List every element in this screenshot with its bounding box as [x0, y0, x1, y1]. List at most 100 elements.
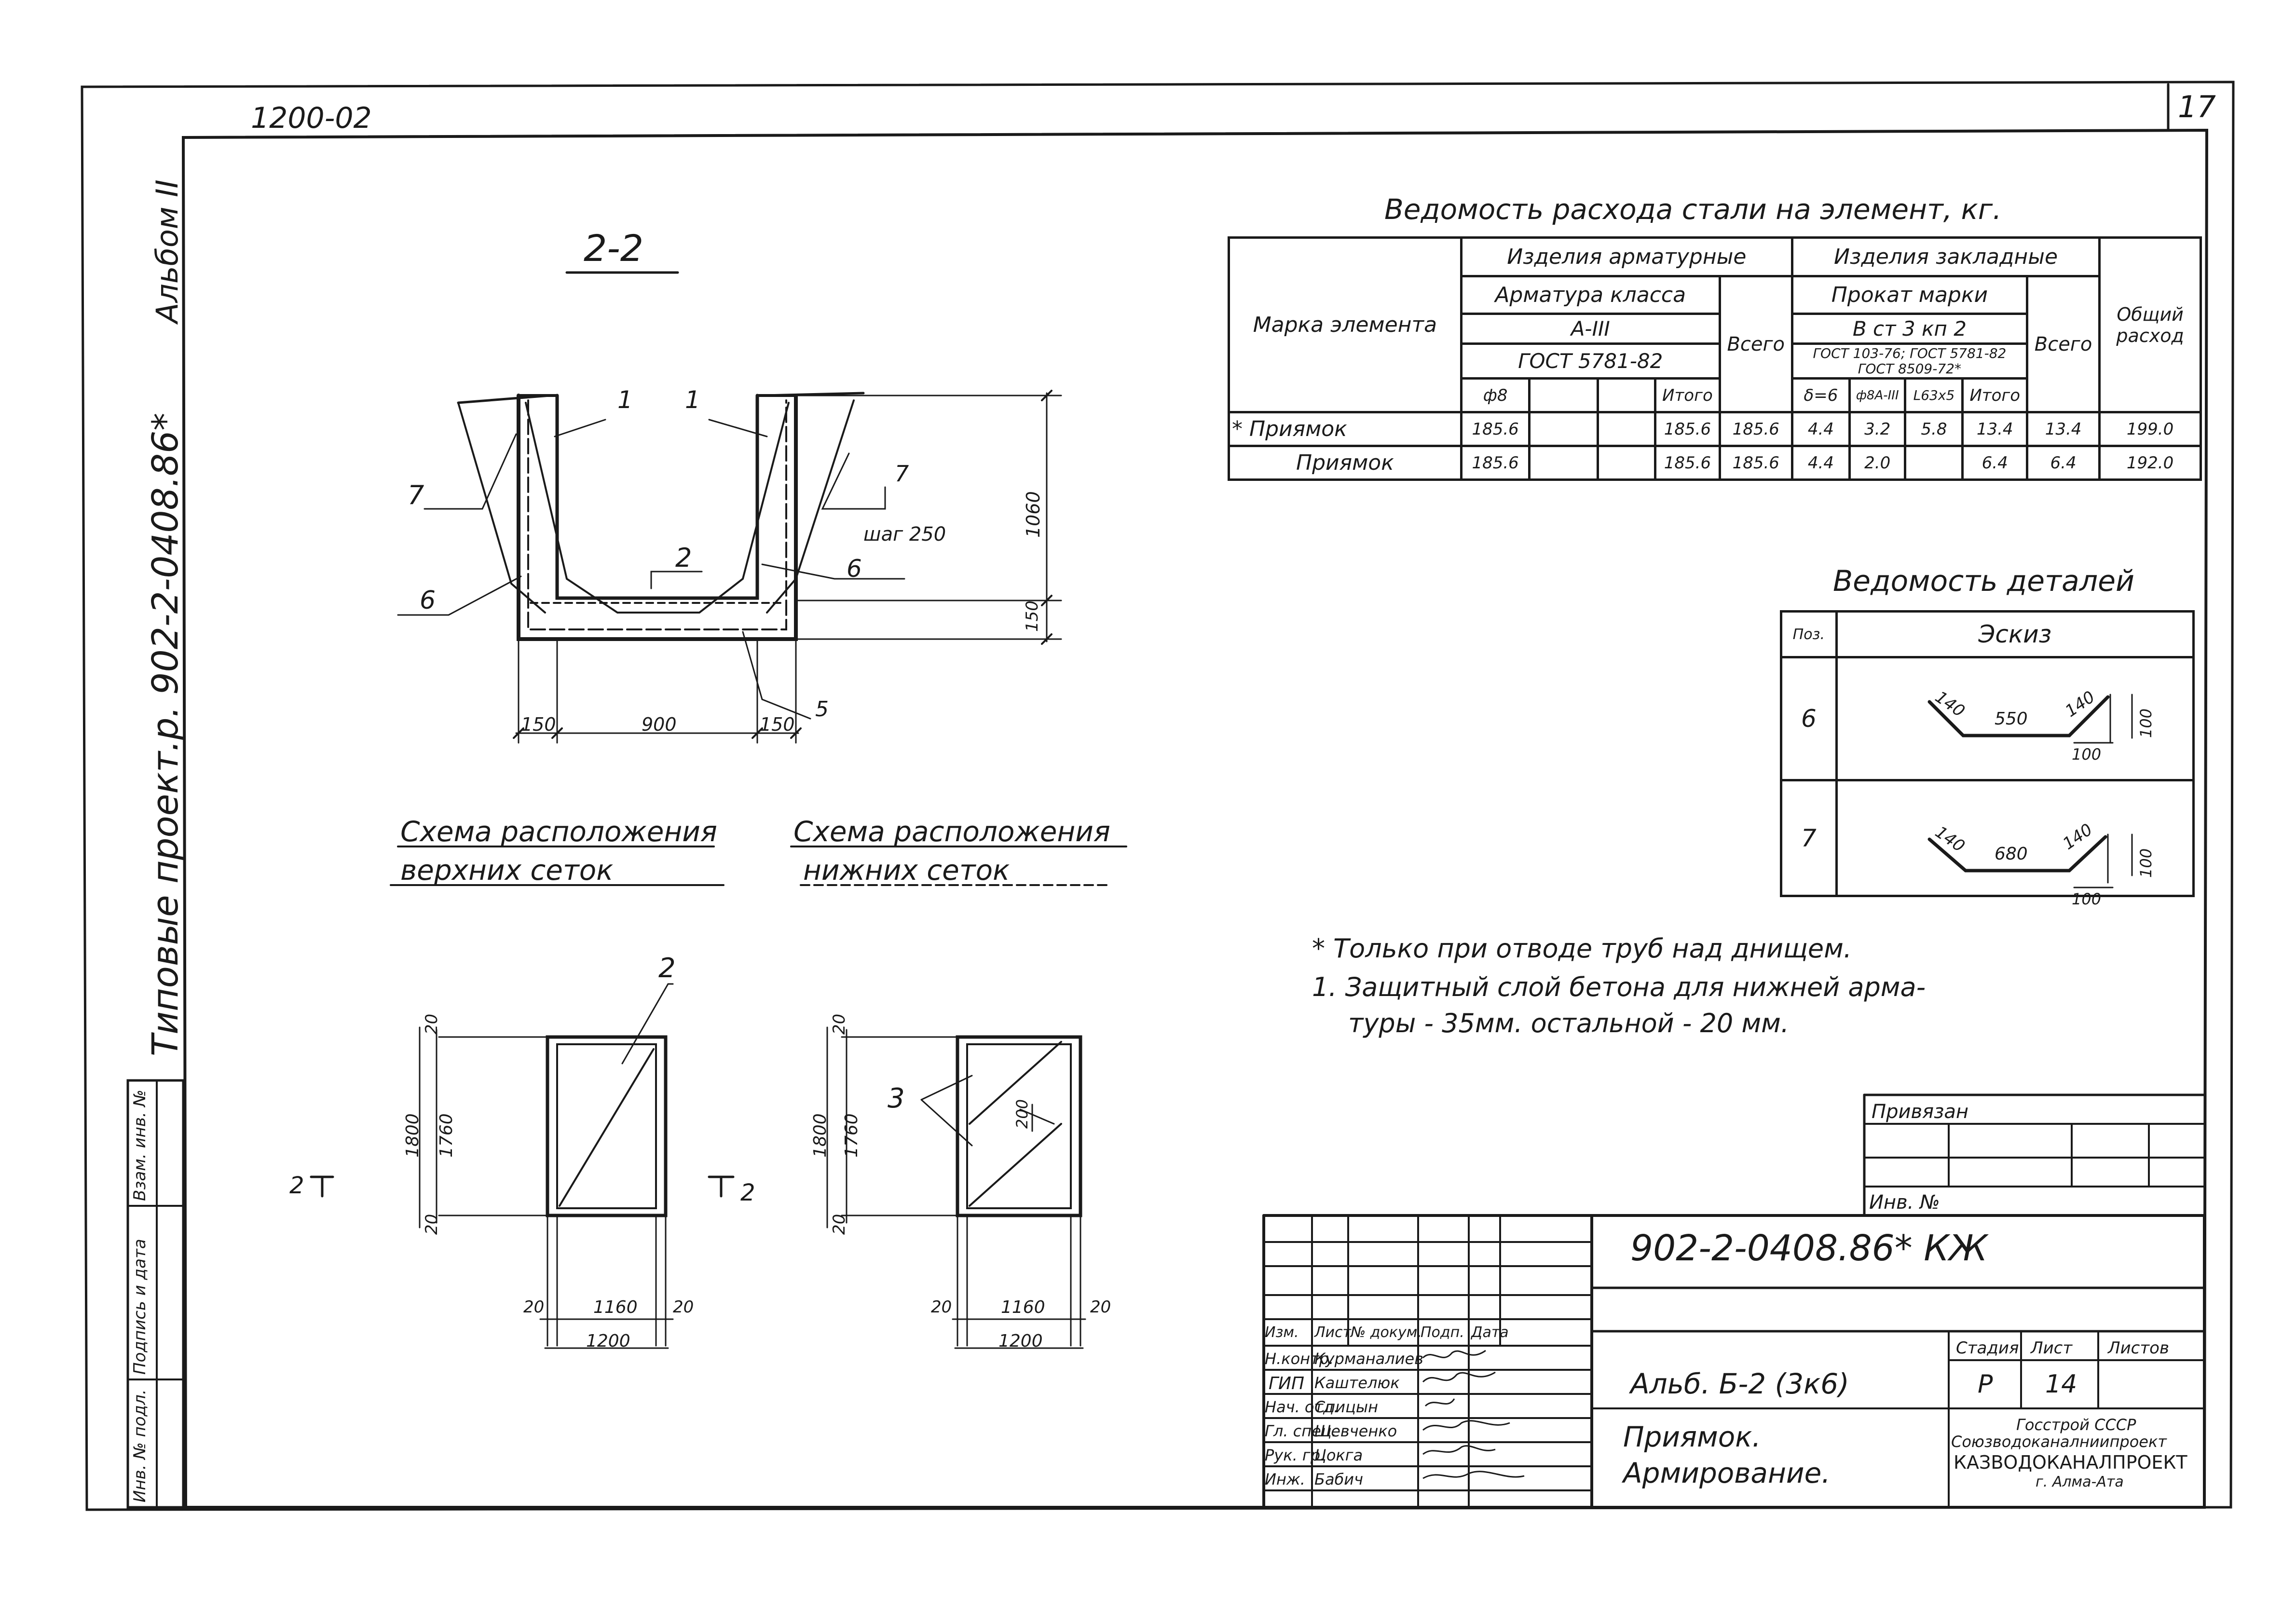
row-r2: 2.0 [1848, 445, 1907, 481]
tb-name: Цокга [1314, 1446, 1363, 1464]
drawing-name-1: Приямок. [1623, 1420, 1761, 1453]
callout-5: 5 [815, 697, 829, 722]
lower-dim-right-20: 20 [1090, 1297, 1111, 1317]
row-d8: 185.6 [1460, 411, 1531, 447]
detail-pos: 6 [1780, 656, 1838, 781]
note-line-3: туры - 35мм. остальной - 20 мм. [1348, 1008, 1790, 1038]
h-sheet: Лист [2031, 1338, 2073, 1358]
dim-150-left: 150 [521, 714, 556, 735]
callout-6-left: 6 [420, 586, 436, 615]
h-gost-r1: ГОСТ 103-76; ГОСТ 5781-82 [1813, 345, 2007, 361]
tb-role: Инж. [1265, 1470, 1305, 1488]
tb-role: ГИП [1269, 1374, 1305, 1393]
row-itogo-r: 6.4 [1961, 445, 2028, 481]
row-r1: 4.4 [1790, 411, 1851, 447]
upper-mesh-callout: 2 [658, 953, 676, 984]
album-ref: Альб. Б-2 (3к6) [1630, 1367, 1849, 1400]
h-d8: ф8 [1460, 377, 1531, 413]
org-line-4: г. Алма-Ата [2036, 1474, 2124, 1490]
org-line-3: КАЗВОДОКАНАЛПРОЕКТ [1954, 1452, 2187, 1473]
drawing-name-2: Армирование. [1623, 1457, 1831, 1489]
section-title: 2-2 [584, 227, 644, 270]
callout-1-right: 1 [685, 386, 700, 414]
h-grade: В ст 3 кп 2 [1790, 313, 2028, 345]
row-itogo-r: 13.4 [1961, 411, 2028, 447]
h-sketch: Эскиз [1835, 610, 2195, 658]
h-total-r: Всего [2025, 275, 2101, 413]
detail7-d2: 680 [1995, 844, 2028, 864]
row-total-r: 6.4 [2025, 445, 2101, 481]
tb-col-doc: № докум. [1351, 1324, 1422, 1341]
callout-7-left: 7 [408, 480, 424, 510]
row-total: 185.6 [1718, 411, 1793, 447]
upper-dim-1200: 1200 [586, 1331, 630, 1351]
row-itogo: 185.6 [1654, 445, 1721, 481]
cut-mark-left: 2 [289, 1172, 304, 1199]
details-table-title: Ведомость деталей [1833, 564, 2134, 598]
table-row: Приямок 185.6 185.6 185.6 4.4 2.0 6.4 6.… [1228, 445, 2202, 481]
h-overall: Общий расход [2098, 236, 2202, 413]
tb-role: Н.контр. [1265, 1350, 1334, 1368]
row-r3: 5.8 [1904, 411, 1964, 447]
callout-7-right: 7 [895, 461, 909, 487]
lower-scheme-title-1: Схема расположения [793, 815, 1110, 848]
lower-mesh-callout: 3 [888, 1083, 905, 1114]
h-rolled: Прокат марки [1790, 275, 2028, 315]
lower-scheme-title-2: нижних сеток [803, 854, 1010, 887]
row-overall: 199.0 [2098, 411, 2202, 447]
table-row: * Приямок 185.6 185.6 185.6 4.4 3.2 5.8 … [1228, 411, 2202, 447]
h-pos: Поз. [1780, 610, 1838, 658]
h-stage: Стадия [1956, 1338, 2019, 1358]
tb-col-list: Лист [1314, 1324, 1352, 1341]
row-d8: 185.6 [1460, 445, 1531, 481]
tb-col-izm: Изм. [1265, 1324, 1299, 1341]
lower-dim-1200: 1200 [998, 1331, 1043, 1351]
step-note: шаг 250 [863, 523, 946, 546]
detail-pos: 7 [1780, 779, 1838, 897]
dim-150-right: 150 [760, 714, 795, 735]
h-total-a: Всего [1718, 275, 1793, 413]
note-line-2: 1. Защитный слой бетона для нижней арма- [1312, 972, 1926, 1002]
h-r3: L63х5 [1904, 377, 1964, 413]
h-class: Арматура класса [1460, 275, 1721, 315]
h-gost-r2: ГОСТ 8509-72* [1858, 360, 1961, 377]
row-r2: 3.2 [1848, 411, 1907, 447]
h-mark: Марка элемента [1228, 236, 1462, 413]
h-embed: Изделия закладные [1790, 236, 2101, 277]
stage-value: Р [1978, 1370, 1993, 1399]
upper-scheme-title-2: верхних сеток [400, 854, 614, 887]
table-row: 7 [1780, 779, 2195, 897]
upper-dim-left-20: 20 [523, 1297, 545, 1317]
dim-900: 900 [642, 714, 677, 735]
cut-mark-right: 2 [740, 1179, 755, 1206]
h-itogo-r: Итого [1961, 377, 2028, 413]
left-strip-frame [126, 1079, 185, 1509]
tb-name: Курманалиев [1314, 1350, 1424, 1368]
details-table: Поз. Эскиз 6 7 [1780, 610, 2195, 897]
row-total-r: 13.4 [2025, 411, 2101, 447]
callout-2: 2 [675, 543, 692, 573]
upper-scheme-title-1: Схема расположения [400, 815, 717, 848]
tb-name: Спицын [1314, 1398, 1379, 1416]
sheet-value: 14 [2045, 1370, 2077, 1399]
doc-code: 902-2-0408.86* КЖ [1630, 1228, 1988, 1269]
tb-name: Шевченко [1314, 1422, 1397, 1440]
lower-dim-left-20: 20 [931, 1297, 952, 1317]
row-r3 [1904, 445, 1964, 481]
tb-role: Рук. гр. [1265, 1446, 1326, 1464]
tb-col-date: Дата [1471, 1324, 1509, 1341]
detail6-d2: 550 [1995, 709, 2028, 729]
detail6-d4: 100 [2072, 745, 2102, 764]
upper-dim-right-20: 20 [673, 1297, 694, 1317]
h-reinf: Изделия арматурные [1460, 236, 1793, 277]
h-r2: ф8А-III [1848, 377, 1907, 413]
sheet-number: 17 [2178, 89, 2216, 124]
tb-role: Гл. спец. [1265, 1422, 1337, 1440]
tb-role: Нач. отд. [1265, 1398, 1339, 1416]
upper-dim-1160: 1160 [593, 1297, 638, 1317]
org-line-1: Госстрой СССР [2016, 1416, 2136, 1434]
h-r1: δ=6 [1790, 377, 1851, 413]
binding-inv: Инв. № [1869, 1191, 1940, 1214]
